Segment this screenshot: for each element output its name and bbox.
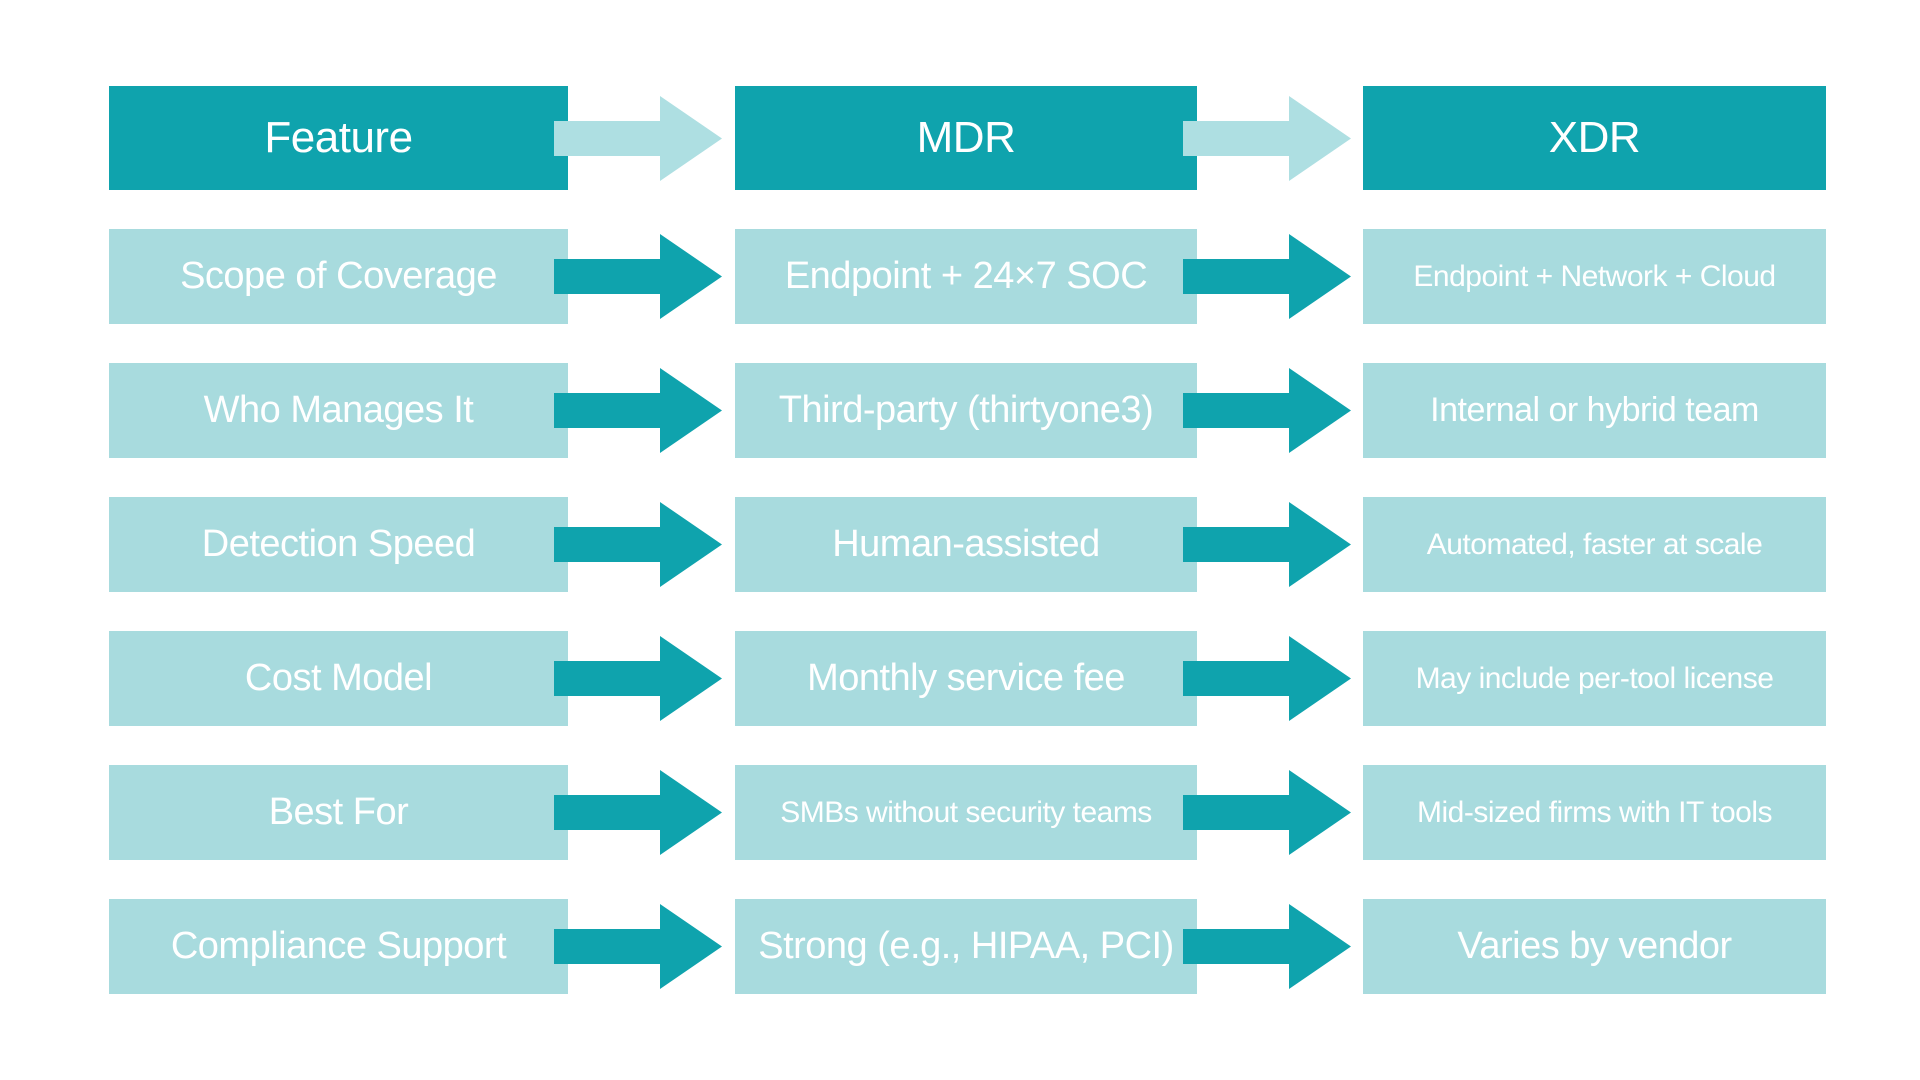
row4-feature-cell: Cost Model	[109, 631, 568, 726]
cell-text: Varies by vendor	[1457, 924, 1732, 967]
right-arrow-icon	[554, 502, 722, 587]
cell-text: Automated, faster at scale	[1426, 527, 1763, 561]
row3-connector-1	[554, 497, 735, 592]
right-arrow-icon	[1183, 95, 1351, 181]
header-connector-1	[554, 86, 735, 190]
row4-mdr-cell: Monthly service fee	[735, 631, 1197, 726]
cell-text: Best For	[268, 790, 409, 833]
right-arrow-icon	[1183, 904, 1351, 989]
right-arrow-icon	[554, 636, 722, 721]
row6-feature-cell: Compliance Support	[109, 899, 568, 994]
row6-xdr-cell: Varies by vendor	[1363, 899, 1826, 994]
cell-text: Third-party (thirtyone3)	[778, 388, 1154, 431]
right-arrow-icon	[1183, 234, 1351, 319]
right-arrow-icon	[1183, 502, 1351, 587]
row2-mdr-cell: Third-party (thirtyone3)	[735, 363, 1197, 458]
row5-mdr-cell: SMBs without security teams	[735, 765, 1197, 860]
cell-text: May include per-tool license	[1415, 661, 1774, 695]
cell-text: Who Manages It	[203, 388, 474, 431]
cell-text: Endpoint + 24×7 SOC	[784, 254, 1148, 297]
row3-feature-cell: Detection Speed	[109, 497, 568, 592]
cell-text: Detection Speed	[201, 522, 476, 565]
cell-text: Scope of Coverage	[180, 254, 497, 297]
row4-xdr-cell: May include per-tool license	[1363, 631, 1826, 726]
cell-text: SMBs without security teams	[780, 795, 1152, 829]
row2-connector-1	[554, 363, 735, 458]
right-arrow-icon	[554, 904, 722, 989]
row5-xdr-cell: Mid-sized firms with IT tools	[1363, 765, 1826, 860]
row6-connector-1	[554, 899, 735, 994]
cell-text: Strong (e.g., HIPAA, PCI)	[758, 924, 1174, 967]
row1-connector-2	[1183, 229, 1363, 324]
row3-mdr-cell: Human-assisted	[735, 497, 1197, 592]
cell-text: Endpoint + Network + Cloud	[1413, 259, 1776, 293]
row2-xdr-cell: Internal or hybrid team	[1363, 363, 1826, 458]
header-feature-label: Feature	[264, 112, 413, 162]
cell-text: Cost Model	[244, 656, 433, 699]
row1-connector-1	[554, 229, 735, 324]
header-cell-mdr: MDR	[735, 86, 1197, 190]
row3-connector-2	[1183, 497, 1363, 592]
cell-text: Human-assisted	[832, 522, 1100, 565]
cell-text: Monthly service fee	[807, 656, 1125, 699]
right-arrow-icon	[1183, 368, 1351, 453]
row4-connector-1	[554, 631, 735, 726]
header-cell-xdr: XDR	[1363, 86, 1826, 190]
row3-xdr-cell: Automated, faster at scale	[1363, 497, 1826, 592]
row2-feature-cell: Who Manages It	[109, 363, 568, 458]
right-arrow-icon	[1183, 636, 1351, 721]
row5-feature-cell: Best For	[109, 765, 568, 860]
comparison-diagram: Feature MDR XDR Scope of Coverage Endpoi…	[109, 86, 1826, 994]
right-arrow-icon	[1183, 770, 1351, 855]
cell-text: Internal or hybrid team	[1430, 390, 1759, 429]
right-arrow-icon	[554, 770, 722, 855]
row5-connector-2	[1183, 765, 1363, 860]
cell-text: Compliance Support	[170, 924, 507, 967]
row6-connector-2	[1183, 899, 1363, 994]
right-arrow-icon	[554, 368, 722, 453]
row1-feature-cell: Scope of Coverage	[109, 229, 568, 324]
row6-mdr-cell: Strong (e.g., HIPAA, PCI)	[735, 899, 1197, 994]
right-arrow-icon	[554, 95, 722, 181]
row5-connector-1	[554, 765, 735, 860]
right-arrow-icon	[554, 234, 722, 319]
row1-xdr-cell: Endpoint + Network + Cloud	[1363, 229, 1826, 324]
header-connector-2	[1183, 86, 1363, 190]
header-cell-feature: Feature	[109, 86, 568, 190]
header-xdr-label: XDR	[1548, 112, 1641, 162]
row1-mdr-cell: Endpoint + 24×7 SOC	[735, 229, 1197, 324]
header-mdr-label: MDR	[916, 112, 1016, 162]
row4-connector-2	[1183, 631, 1363, 726]
cell-text: Mid-sized firms with IT tools	[1416, 795, 1773, 829]
row2-connector-2	[1183, 363, 1363, 458]
